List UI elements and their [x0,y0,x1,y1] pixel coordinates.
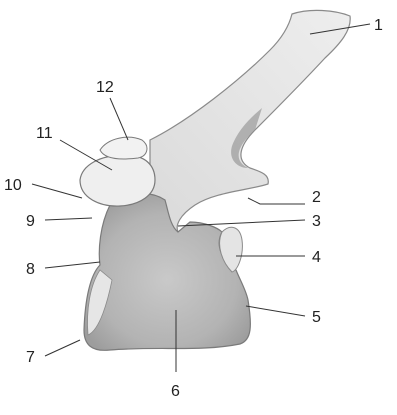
label-1: 1 [374,17,383,34]
label-6: 6 [171,383,180,400]
label-9: 9 [26,213,35,230]
leader-line-7 [45,340,80,356]
label-8: 8 [26,261,35,278]
label-12: 12 [96,79,114,96]
leader-line-5 [246,306,305,316]
leader-line-9 [45,218,92,220]
leader-line-2 [248,198,305,204]
superior-articular-process [80,155,155,206]
leader-line-12 [110,98,128,140]
leader-line-10 [32,184,82,198]
label-5: 5 [312,309,321,326]
superior-facet [100,137,147,159]
label-4: 4 [312,249,321,266]
label-2: 2 [312,189,321,206]
label-11: 11 [36,125,53,142]
leader-line-8 [45,262,100,268]
label-7: 7 [26,349,35,366]
label-10: 10 [4,177,22,194]
label-3: 3 [312,213,321,230]
vertebral-body [84,194,250,351]
